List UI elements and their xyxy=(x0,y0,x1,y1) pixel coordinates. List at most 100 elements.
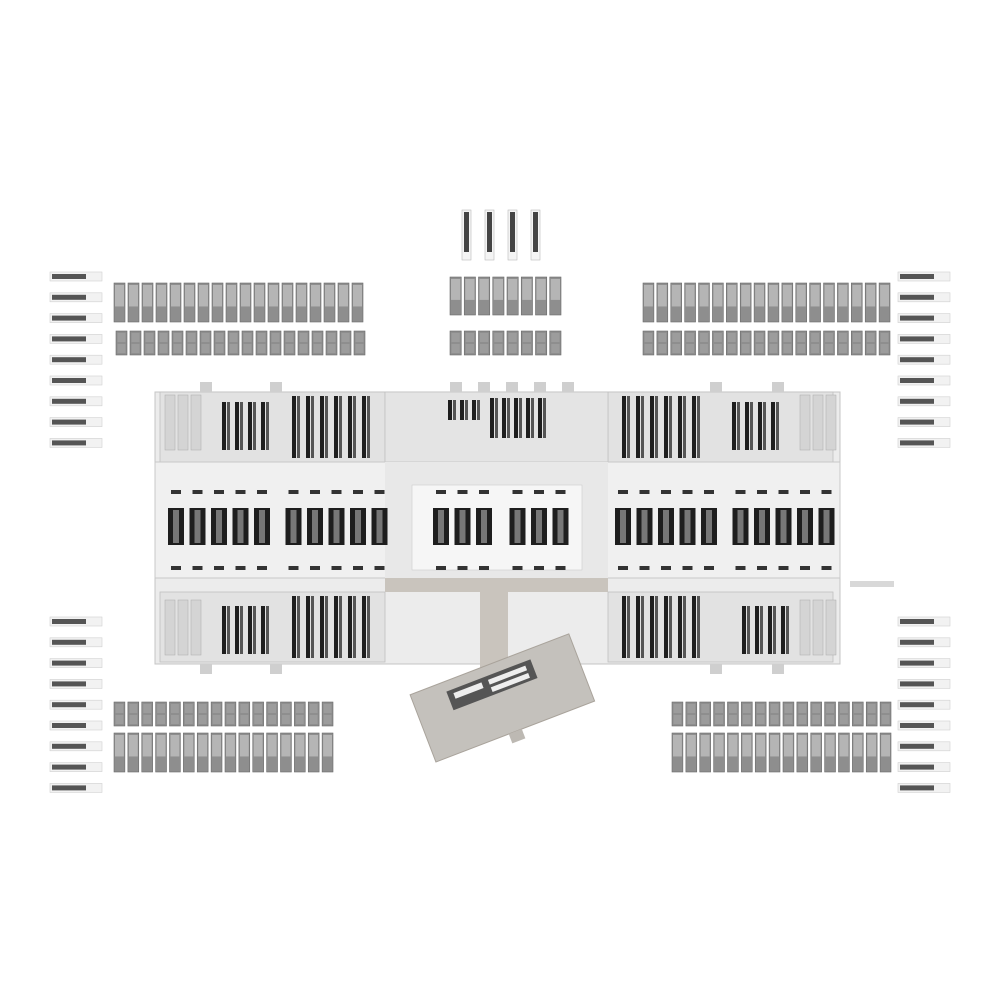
cooling-unit-panel xyxy=(755,333,764,342)
rack-strip xyxy=(306,596,310,658)
cooling-unit-panel xyxy=(881,735,890,757)
cooling-unit-panel xyxy=(282,704,290,713)
cooling-unit xyxy=(727,701,739,727)
rack-strip-shadow xyxy=(507,398,510,438)
crac-unit xyxy=(479,566,489,570)
crac-unit xyxy=(534,490,544,494)
rack-pod-aisle xyxy=(802,510,808,543)
cooling-unit-panel xyxy=(226,715,235,724)
cooling-unit-panel xyxy=(171,285,180,307)
cooling-unit xyxy=(196,701,209,727)
cooling-unit-panel xyxy=(479,279,489,300)
equipment-room xyxy=(799,394,811,451)
rack-pod-aisle xyxy=(759,510,765,543)
crac-unit xyxy=(512,490,523,494)
cooling-unit-panel xyxy=(798,704,807,713)
cooling-unit-panel xyxy=(880,333,889,342)
crac-unit xyxy=(821,566,832,570)
cooling-unit-panel xyxy=(227,285,236,307)
generator-column xyxy=(897,271,951,448)
cooling-unit-panel xyxy=(465,344,474,353)
cooling-unit-panel xyxy=(353,285,362,307)
cooling-unit xyxy=(157,330,170,356)
cooling-unit xyxy=(685,701,698,727)
generator-unit-top xyxy=(900,702,934,708)
cooling-unit-panel xyxy=(243,344,252,353)
rack-pod-aisle xyxy=(216,510,222,543)
cooling-unit-panel xyxy=(323,715,332,724)
rack-strip xyxy=(692,396,696,458)
cooling-unit xyxy=(463,330,476,356)
cooling-unit-panel xyxy=(550,279,560,300)
cooling-unit xyxy=(241,330,254,356)
cooling-unit-panel xyxy=(187,344,196,353)
cooling-unit-panel xyxy=(812,715,821,724)
crac-unit xyxy=(682,566,693,570)
cooling-unit-panel xyxy=(796,285,806,307)
rack-pod-aisle xyxy=(438,510,444,543)
rack-strip xyxy=(248,606,252,654)
rack-strip-shadow xyxy=(786,606,789,654)
rack-strip-shadow xyxy=(339,396,342,458)
cooling-unit-panel xyxy=(173,344,182,353)
cooling-unit-panel xyxy=(254,704,263,713)
cooling-unit-panel xyxy=(451,344,460,353)
roof-hatch xyxy=(478,382,490,392)
rack-strip xyxy=(664,396,668,458)
crac-unit xyxy=(436,566,446,570)
roof-hatch xyxy=(270,664,282,674)
cooling-unit-panel xyxy=(701,704,710,713)
cooling-unit-panel xyxy=(199,285,208,307)
generator-unit-top xyxy=(900,398,934,404)
cooling-unit-panel xyxy=(341,333,350,342)
cooling-unit-panel xyxy=(812,704,821,713)
cooling-unit-panel xyxy=(159,333,168,342)
cooling-unit-panel xyxy=(157,715,165,724)
cooling-unit-panel xyxy=(797,735,807,757)
crac-unit xyxy=(353,566,363,570)
rack-strip-shadow xyxy=(477,400,480,420)
rack-pod-aisle xyxy=(663,510,669,543)
cooling-unit xyxy=(753,330,766,356)
cooling-unit-panel xyxy=(551,344,560,353)
cooling-unit xyxy=(782,701,795,727)
rack-pod-aisle xyxy=(259,510,265,543)
cooling-unit-panel xyxy=(257,333,266,342)
cooling-unit-panel xyxy=(327,333,336,342)
rack-strip xyxy=(636,596,640,658)
crac-unit xyxy=(800,566,810,570)
generator-unit-top xyxy=(52,378,86,383)
cooling-unit-panel xyxy=(271,344,280,353)
cooling-unit xyxy=(113,701,126,727)
crac-unit xyxy=(778,490,789,494)
cooling-unit xyxy=(227,330,240,356)
crac-unit xyxy=(288,566,299,570)
cooling-unit xyxy=(283,330,296,356)
cooling-unit xyxy=(224,701,237,727)
cooling-unit xyxy=(699,701,711,727)
rack-strip-shadow xyxy=(297,596,300,658)
cooling-unit xyxy=(129,330,142,356)
cooling-unit-panel xyxy=(313,333,322,342)
cooling-unit xyxy=(155,701,167,727)
rack-strip-shadow xyxy=(669,596,672,658)
rack-strip xyxy=(678,596,682,658)
cooling-unit-panel xyxy=(755,344,764,353)
crac-unit xyxy=(171,566,181,570)
generator-unit-top xyxy=(52,357,86,363)
cooling-unit xyxy=(185,330,198,356)
generator-unit-top xyxy=(52,723,86,728)
cooling-unit xyxy=(684,330,696,356)
cooling-unit-panel xyxy=(187,333,196,342)
cooling-unit-panel xyxy=(115,285,124,307)
cooling-unit xyxy=(325,330,338,356)
rack-strip-shadow xyxy=(655,596,658,658)
cooling-unit xyxy=(824,701,836,727)
cooling-unit-panel xyxy=(451,279,461,300)
crac-unit xyxy=(235,566,246,570)
cooling-unit xyxy=(238,701,251,727)
cooling-unit-panel xyxy=(713,285,723,307)
rack-strip-shadow xyxy=(760,606,763,654)
equipment-row xyxy=(113,282,364,323)
rack-strip xyxy=(502,398,506,438)
